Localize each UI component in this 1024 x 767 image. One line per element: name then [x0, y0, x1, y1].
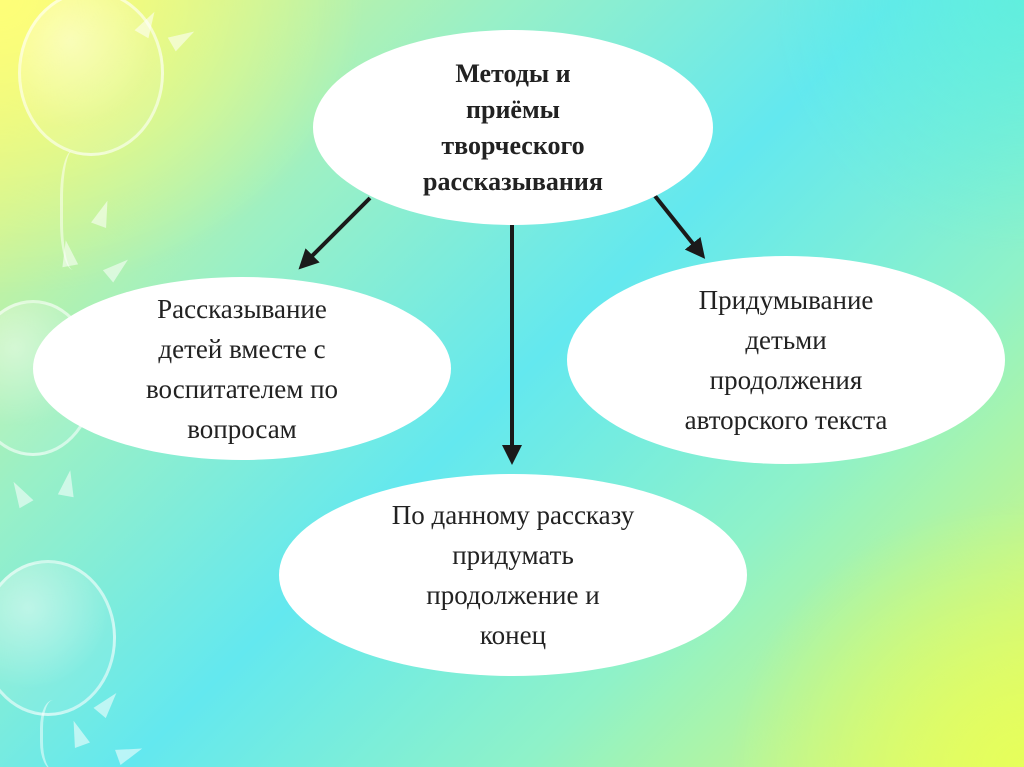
node-right: Придумывание детьми продолжения авторско…: [567, 256, 1005, 464]
node-bottom: По данному рассказу придумать продолжени…: [279, 474, 747, 676]
node-left-label: Рассказывание детей вместе с воспитателе…: [146, 289, 338, 449]
center-node: Методы и приёмы творческого рассказывани…: [313, 30, 713, 225]
node-bottom-label: По данному рассказу придумать продолжени…: [392, 495, 634, 655]
node-left: Рассказывание детей вместе с воспитателе…: [33, 277, 451, 460]
arrow-to-left-node: [302, 198, 370, 266]
node-right-label: Придумывание детьми продолжения авторско…: [685, 280, 888, 440]
center-node-label: Методы и приёмы творческого рассказывани…: [423, 56, 603, 200]
arrow-to-right-node: [655, 196, 702, 255]
